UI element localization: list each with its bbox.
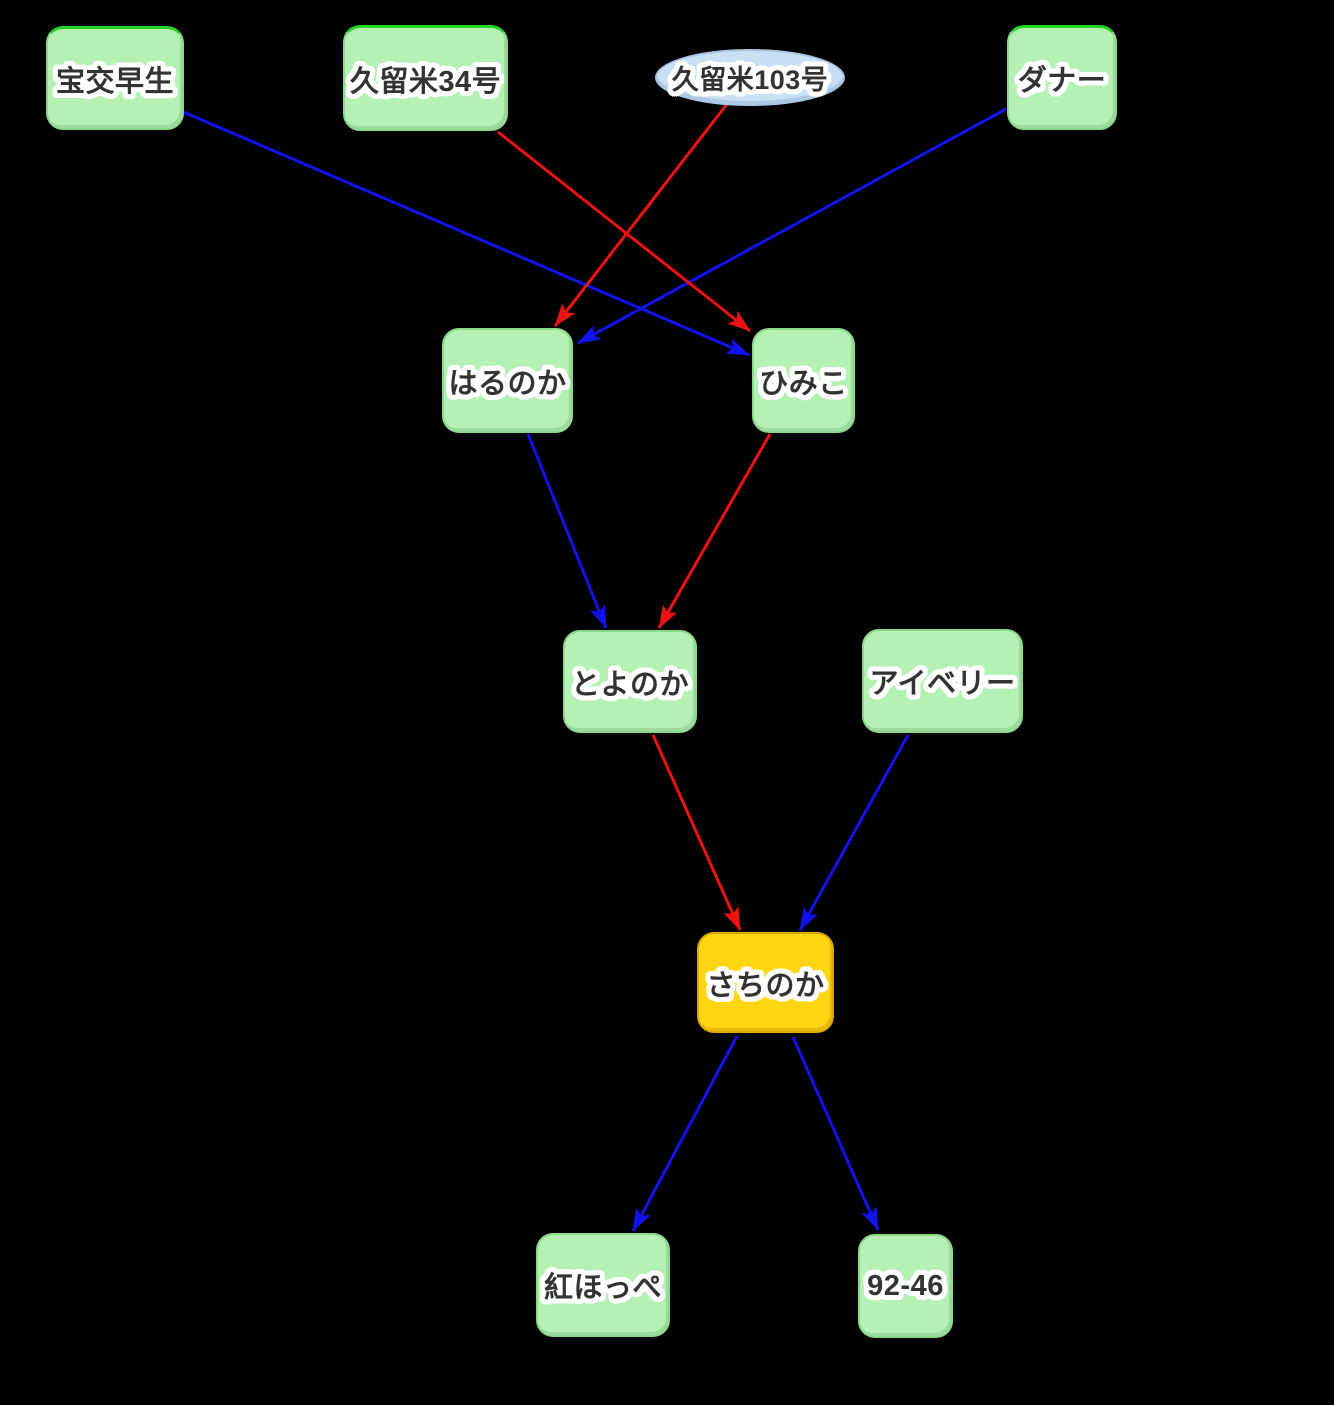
edge-danner-to-harunoka (577, 107, 1007, 345)
node-9246-label: 92-46 (867, 1269, 944, 1302)
node-kurume103-label: 久留米103号 (671, 65, 829, 95)
node-danner[interactable]: ダナー (1007, 25, 1117, 130)
node-aiberry[interactable]: アイベリー (862, 629, 1023, 733)
node-houkouwase-label: 宝交早生 (55, 65, 174, 98)
node-kurume34-label: 久留米34号 (349, 65, 502, 98)
node-harunoka[interactable]: はるのか (442, 328, 573, 433)
node-kurume103[interactable]: 久留米103号 (655, 49, 845, 106)
edge-sachinoka-to-benihoppe (631, 1035, 739, 1232)
edge-toyonoka-to-sachinoka (651, 734, 742, 931)
node-sachinoka[interactable]: さちのか (697, 932, 834, 1033)
edge-kurume34-to-himiko (497, 130, 751, 333)
node-benihoppe[interactable]: 紅ほっぺ (536, 1233, 670, 1337)
node-himiko[interactable]: ひみこ (752, 328, 855, 433)
node-danner-label: ダナー (1017, 65, 1107, 97)
node-aiberry-label: アイベリー (869, 668, 1016, 700)
edge-aiberry-to-sachinoka (798, 734, 910, 931)
node-houkouwase[interactable]: 宝交早生 (46, 26, 184, 130)
node-toyonoka[interactable]: とよのか (563, 630, 697, 733)
node-sachinoka-label: さちのか (706, 969, 825, 1002)
edge-sachinoka-to-9246 (791, 1036, 880, 1231)
node-9246[interactable]: 92-46 (858, 1234, 953, 1338)
node-benihoppe-label: 紅ほっぺ (543, 1272, 662, 1304)
node-himiko-label: ひみこ (759, 367, 848, 400)
node-harunoka-label: はるのか (448, 367, 567, 400)
node-kurume34[interactable]: 久留米34号 (343, 25, 508, 131)
edge-harunoka-to-toyonoka (526, 433, 608, 629)
edge-kurume103-to-harunoka (553, 103, 729, 327)
edge-houkouwase-to-himiko (180, 109, 750, 357)
edge-himiko-to-toyonoka (657, 433, 772, 629)
node-toyonoka-label: とよのか (570, 668, 689, 701)
